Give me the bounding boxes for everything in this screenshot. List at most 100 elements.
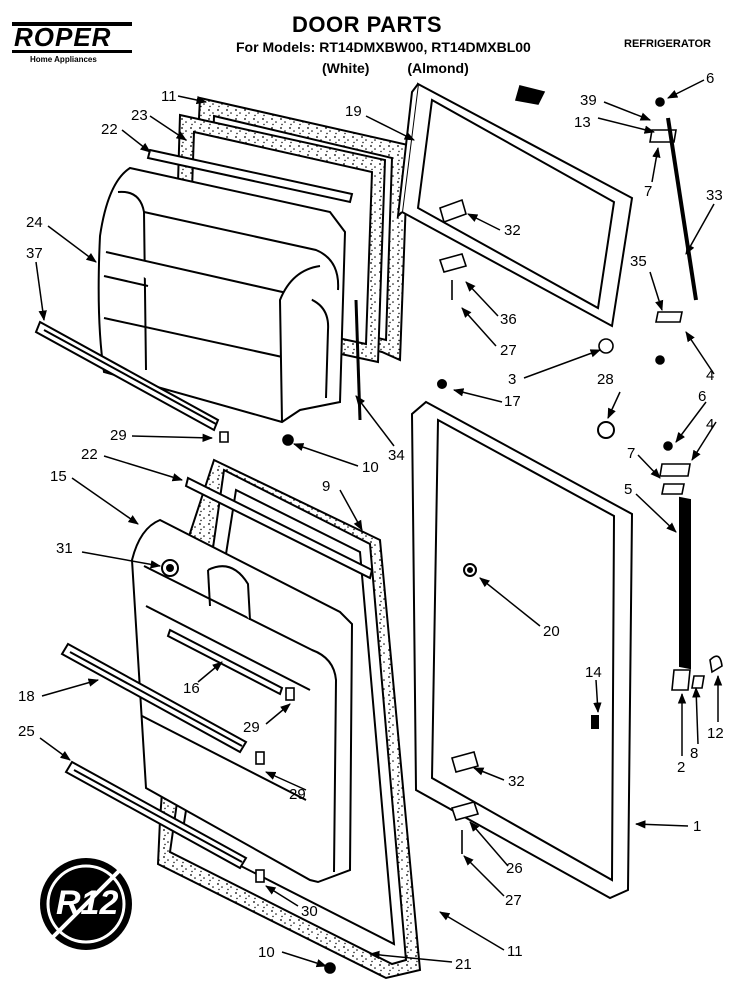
leader-line — [607, 391, 621, 419]
callout-c11b: 11 — [507, 943, 523, 960]
leader-line — [465, 281, 499, 317]
leader-line — [265, 885, 299, 907]
r12-badge — [40, 858, 132, 950]
callout-c34: 34 — [388, 447, 405, 464]
callout-c11a: 11 — [161, 88, 177, 105]
frame-19 — [396, 82, 634, 328]
leader-line — [667, 79, 705, 99]
callout-c4a: 4 — [706, 367, 715, 384]
callout-leaders — [35, 79, 723, 968]
leader-line — [355, 395, 395, 447]
leader-line — [35, 261, 47, 322]
callout-c4b: 4 — [706, 416, 715, 433]
color-variants: (White) (Almond) — [322, 60, 469, 76]
callout-c26: 26 — [506, 860, 523, 877]
callout-c6a: 6 — [706, 70, 715, 87]
leader-line — [339, 489, 363, 531]
leader-line — [467, 213, 501, 231]
callout-c23: 23 — [131, 107, 148, 124]
fresh-food-outer-door-1 — [410, 379, 634, 900]
leader-line — [439, 911, 505, 951]
callout-c18: 18 — [18, 688, 35, 705]
lower-strip-22 — [184, 476, 374, 580]
callout-c30: 30 — [301, 903, 318, 920]
callout-c1: 1 — [693, 818, 702, 835]
brand-subtitle: Home Appliances — [30, 55, 97, 64]
leader-line — [603, 101, 651, 121]
leader-line — [635, 493, 677, 533]
leader-line — [452, 388, 503, 403]
leader-line — [469, 821, 509, 867]
leader-line — [634, 820, 689, 829]
callout-c7b: 7 — [627, 445, 636, 462]
callout-c22b: 22 — [81, 446, 98, 463]
leader-line — [637, 454, 661, 479]
callout-c27b: 27 — [505, 892, 522, 909]
page-title: DOOR PARTS — [292, 12, 443, 37]
leader-line — [149, 115, 187, 141]
callout-c29c: 29 — [289, 786, 306, 803]
freezer-strip-22 — [146, 148, 354, 204]
leader-line — [71, 477, 139, 525]
callout-c22a: 22 — [101, 121, 118, 138]
callout-c37: 37 — [26, 245, 43, 262]
callout-c9: 9 — [322, 478, 331, 495]
callout-c13: 13 — [574, 114, 591, 131]
leader-line — [473, 767, 505, 781]
leader-line — [39, 737, 71, 761]
callout-c27a: 27 — [500, 342, 517, 359]
leader-line — [81, 551, 162, 569]
leader-line — [675, 401, 707, 443]
callout-c10a: 10 — [362, 459, 379, 476]
callout-c33: 33 — [706, 187, 723, 204]
callout-c7a: 7 — [644, 183, 653, 200]
model-numbers: For Models: RT14DMXBW00, RT14DMXBL00 — [236, 39, 531, 55]
shelf-bar-25 — [64, 760, 248, 870]
callout-c29b: 29 — [243, 719, 260, 736]
callout-c19: 19 — [345, 103, 362, 120]
shelf-bar-18 — [60, 642, 248, 754]
callout-c16: 16 — [183, 680, 200, 697]
leader-line — [177, 95, 208, 105]
leader-line — [197, 661, 223, 683]
appliance-category: REFRIGERATOR — [624, 38, 711, 50]
leader-line — [41, 678, 100, 697]
leader-line — [47, 225, 97, 263]
callout-c5: 5 — [624, 481, 633, 498]
callout-c17: 17 — [504, 393, 521, 410]
callout-c24: 24 — [26, 214, 43, 231]
callout-c14: 14 — [585, 664, 602, 681]
callout-c15: 15 — [50, 468, 67, 485]
freezer-door-liner-24 — [97, 166, 347, 424]
leader-line — [685, 203, 715, 255]
roper-logo — [12, 22, 132, 53]
leader-line — [103, 455, 184, 482]
r12-badge-label: R12 — [56, 884, 119, 922]
callout-c20: 20 — [543, 623, 560, 640]
callout-c32a: 32 — [504, 222, 521, 239]
callout-c21: 21 — [455, 956, 472, 973]
leader-line — [461, 307, 497, 347]
leader-line — [479, 577, 541, 627]
leader-line — [463, 855, 505, 897]
callout-c35: 35 — [630, 253, 647, 270]
callout-c6b: 6 — [698, 388, 707, 405]
shelf-bar-37 — [34, 320, 220, 432]
fresh-food-door-liner-15 — [130, 518, 354, 884]
leader-line — [281, 951, 328, 968]
lower-small-parts — [255, 441, 723, 974]
leader-line — [685, 331, 715, 375]
callout-c2: 2 — [677, 759, 686, 776]
callout-c28: 28 — [597, 371, 614, 388]
leader-line — [649, 271, 664, 312]
callout-c10b: 10 — [258, 944, 275, 961]
callout-c25: 25 — [18, 723, 35, 740]
leader-line — [265, 703, 291, 725]
leader-line — [293, 443, 359, 467]
leader-line — [131, 433, 214, 442]
leader-line — [365, 115, 415, 141]
callout-c12: 12 — [707, 725, 724, 742]
callout-c29a: 29 — [110, 427, 127, 444]
